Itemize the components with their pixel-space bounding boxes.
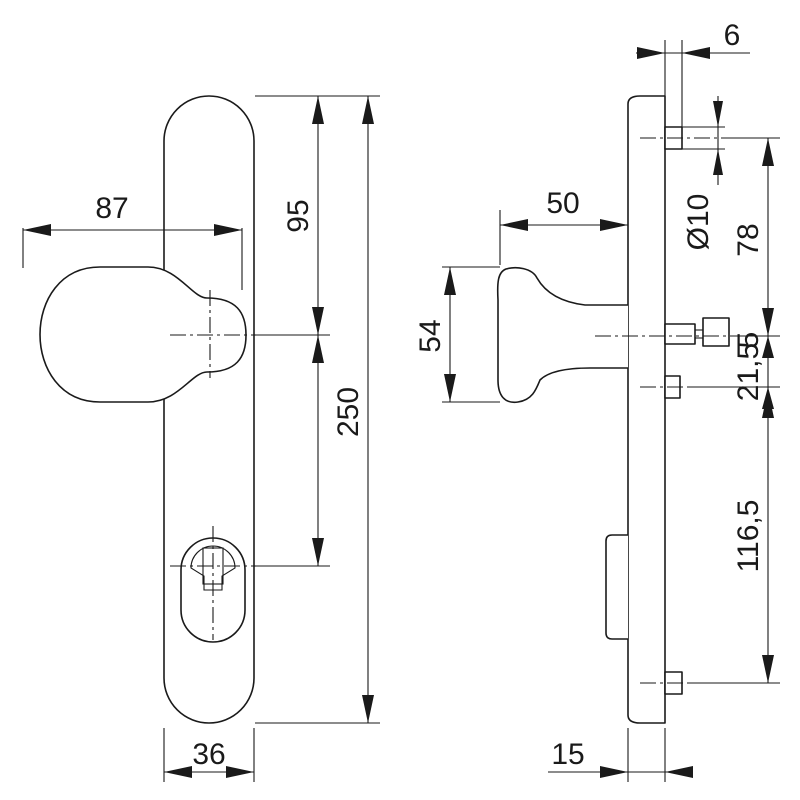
dim-screw-diameter-label: Ø10 xyxy=(682,194,715,251)
dim-plate-width-label: 36 xyxy=(192,738,225,771)
dim-top-screw-spacing-label: 78 xyxy=(732,223,765,256)
side-spindle-nut xyxy=(702,317,730,347)
dim-upper-spacing-label: 21,5 xyxy=(732,343,765,401)
front-dimensions: 87 95 250 36 xyxy=(22,95,380,782)
side-dimensions: 6 Ø10 78 5 21,5 116,5 50 xyxy=(414,19,780,782)
dim-top-to-knob-label: 95 xyxy=(282,199,315,232)
front-view xyxy=(39,95,256,724)
dim-screw-offset-label: 6 xyxy=(724,19,741,52)
side-view xyxy=(496,95,735,724)
side-cylinder-housing xyxy=(605,534,628,640)
dim-knob-offset-label: 50 xyxy=(546,187,579,220)
dim-plate-thickness-label: 15 xyxy=(551,738,584,771)
dim-plate-length-label: 250 xyxy=(332,387,365,437)
front-knob xyxy=(39,266,247,403)
dim-knob-diameter-label: 54 xyxy=(414,319,447,352)
side-plate xyxy=(627,95,666,724)
side-knob xyxy=(496,266,628,404)
dim-knob-width-label: 87 xyxy=(95,192,128,225)
side-spindle xyxy=(664,323,696,345)
dim-lower-spacing-label: 116,5 xyxy=(732,500,765,573)
dim-side-gap-label: 5 xyxy=(732,332,765,349)
